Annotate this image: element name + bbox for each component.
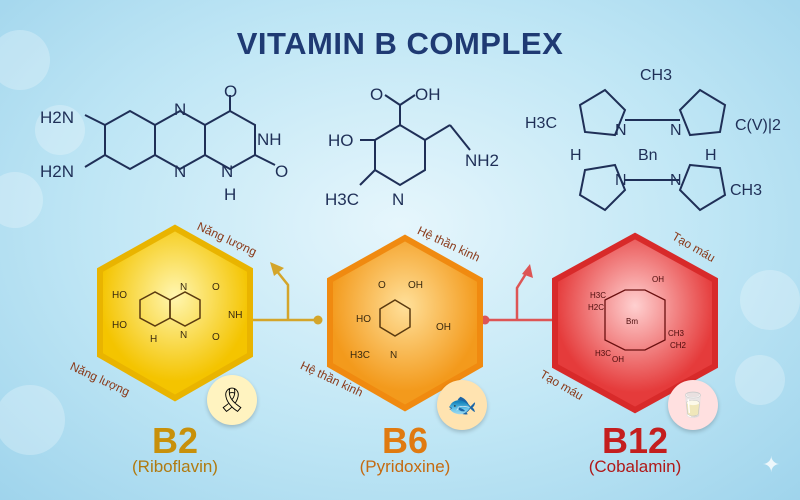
atom-label: H3C bbox=[525, 115, 557, 132]
atom-label: OH bbox=[408, 280, 423, 291]
atom-label: O bbox=[378, 280, 386, 291]
atom-label: O bbox=[212, 282, 220, 293]
atom-label: HO bbox=[112, 290, 127, 301]
b6-hexagon bbox=[327, 234, 483, 412]
atom-label: OH bbox=[415, 85, 441, 104]
atom-label: N bbox=[670, 122, 682, 139]
atom-label: CH2 bbox=[670, 341, 687, 350]
atom-label: O bbox=[370, 85, 383, 104]
atom-label: N bbox=[392, 190, 404, 209]
atom-label: NH2 bbox=[465, 151, 499, 170]
b2-name: B2 bbox=[151, 420, 199, 461]
b2-hexagon bbox=[97, 224, 253, 402]
atom-label: CH3 bbox=[668, 329, 685, 338]
atom-label: O bbox=[224, 85, 237, 101]
atom-label: CH3 bbox=[730, 182, 762, 199]
atom-label: N bbox=[615, 122, 627, 139]
atom-label: OH bbox=[652, 275, 664, 284]
b2-fullname: (Riboflavin) bbox=[132, 457, 218, 476]
atom-label: N bbox=[180, 330, 187, 341]
pyridoxine-structure: O OH HO NH2 H3C N bbox=[325, 85, 499, 209]
atom-label: NH bbox=[257, 130, 282, 149]
atom-label: O bbox=[212, 332, 220, 343]
milk-egg-icon: 🥛 bbox=[668, 380, 718, 430]
b12-fullname: (Cobalamin) bbox=[588, 457, 682, 476]
atom-label: HO bbox=[356, 314, 371, 325]
amine-label: H2N bbox=[40, 108, 74, 127]
riboflavin-structure: H2N H2N N N O NH O N H bbox=[40, 85, 288, 204]
atom-label: Bm bbox=[626, 317, 638, 326]
b12-hexagon bbox=[552, 232, 718, 414]
b6-name: B6 bbox=[381, 420, 429, 461]
atom-label: O bbox=[275, 162, 288, 181]
atom-label: N bbox=[221, 162, 233, 181]
atom-label: H3C bbox=[590, 291, 606, 300]
atom-label: OH bbox=[436, 322, 451, 333]
sparkle-icon: ✦ bbox=[762, 452, 781, 477]
b6-fullname: (Pyridoxine) bbox=[359, 457, 451, 476]
ribbon-icon: 🎗 bbox=[207, 375, 257, 425]
atom-label: N bbox=[670, 172, 682, 189]
atom-label: C(V)|2 bbox=[735, 117, 781, 134]
page-title: VITAMIN B COMPLEX bbox=[236, 26, 564, 61]
atom-label: HO bbox=[112, 320, 127, 331]
atom-label: CH3 bbox=[640, 67, 672, 84]
atom-label: H3C bbox=[325, 190, 359, 209]
atom-label: HO bbox=[328, 131, 354, 150]
amine-label: H2N bbox=[40, 162, 74, 181]
atom-label: H3C bbox=[350, 350, 370, 361]
atom-label: H bbox=[570, 147, 582, 164]
atom-label: N bbox=[615, 172, 627, 189]
atom-label: N bbox=[174, 100, 186, 119]
atom-label: NH bbox=[228, 310, 242, 321]
atom-label: H bbox=[224, 185, 236, 204]
atom-label: N bbox=[390, 350, 397, 361]
atom-label: H3C bbox=[595, 349, 611, 358]
atom-label: H2C bbox=[588, 303, 604, 312]
atom-label: N bbox=[174, 162, 186, 181]
b12-name: B12 bbox=[601, 420, 669, 461]
cobalamin-structure: CH3 H3C N N C(V)|2 H Bn H N N CH3 bbox=[525, 67, 781, 212]
atom-label: H bbox=[705, 147, 717, 164]
atom-label: Bn bbox=[638, 147, 658, 164]
fish-banana-icon: 🐟 bbox=[437, 380, 487, 430]
atom-label: N bbox=[180, 282, 187, 293]
atom-label: OH bbox=[612, 355, 624, 364]
atom-label: H bbox=[150, 334, 157, 345]
